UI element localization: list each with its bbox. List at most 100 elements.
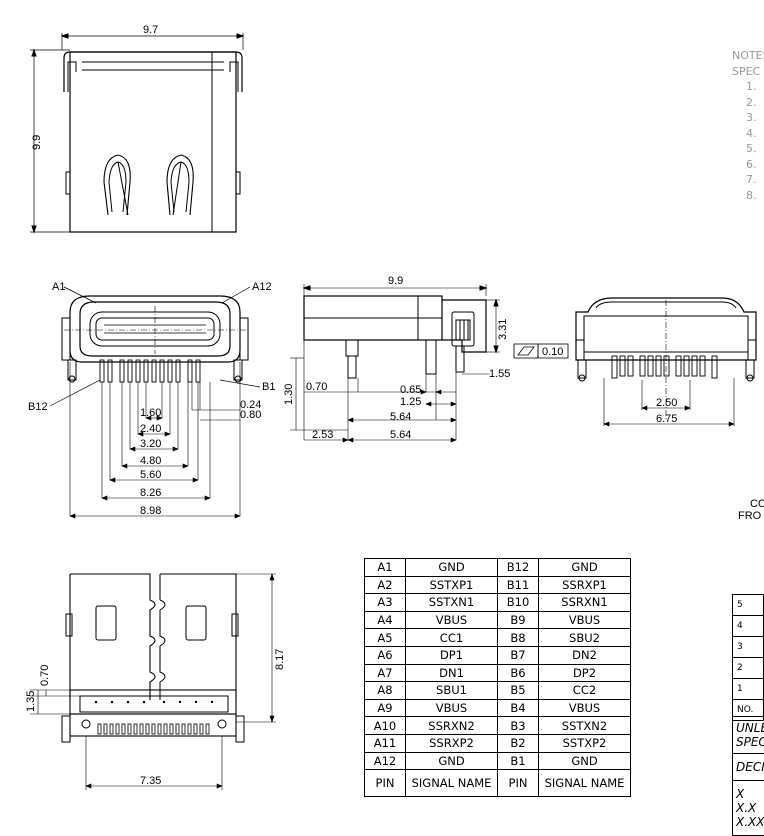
signal-cell: SSRXP2 xyxy=(405,733,498,753)
signal-cell: SSRXN1 xyxy=(538,593,631,612)
dim-8-98: 8.98 xyxy=(140,505,161,517)
note-item: 2. xyxy=(746,95,757,109)
table-row: 5 xyxy=(732,594,764,616)
pin-cell: B4 xyxy=(497,698,539,718)
pin-cell: B12 xyxy=(497,558,539,577)
table-row: 3 xyxy=(732,636,764,658)
pin-cell: A5 xyxy=(364,628,406,647)
signal-cell: VBUS xyxy=(538,698,631,718)
dim-4-80: 4.80 xyxy=(140,455,161,467)
tol-xx: X.X xyxy=(736,801,757,815)
flatness-value: 0.10 xyxy=(542,346,563,358)
note-item: 8. xyxy=(746,188,757,202)
dim-pcb-1-35: 1.35 xyxy=(25,691,37,712)
signal-cell: CC2 xyxy=(538,681,631,700)
dim-side-2-53: 2.53 xyxy=(312,429,333,441)
label-a12: A12 xyxy=(252,281,272,293)
dim-pcb-8-17: 8.17 xyxy=(274,649,286,670)
pin-cell: B5 xyxy=(497,681,539,700)
pin-cell: A11 xyxy=(364,733,406,753)
dim-top-width: 9.7 xyxy=(143,24,158,36)
signal-cell: SSTXP1 xyxy=(405,575,498,595)
front-view: A1 A12 B12 xyxy=(28,281,275,519)
dim-0-80: 0.80 xyxy=(240,409,261,421)
dim-pcb-7-35: 7.35 xyxy=(140,775,161,787)
corner-label: CO FRO xyxy=(738,498,764,522)
dim-side-0-65: 0.65 xyxy=(400,384,421,396)
signal-cell: GND xyxy=(405,751,498,771)
header-signal: SIGNAL NAME xyxy=(538,769,631,798)
tolerance-unless: UNLE SPEC xyxy=(733,717,764,754)
pin-cell: A8 xyxy=(364,681,406,700)
note-item: 6. xyxy=(746,157,757,171)
signal-cell: SBU2 xyxy=(538,628,631,647)
top-view: 9.7 9.9 xyxy=(30,24,245,234)
side-view: 9.9 3.31 1.55 1.30 xyxy=(283,275,569,443)
table-row: NO. xyxy=(732,699,764,721)
signal-cell: SSTXN2 xyxy=(538,716,631,735)
unless-line-1: UNLE xyxy=(736,721,764,735)
signal-cell: VBUS xyxy=(405,698,498,718)
header-pin: PIN xyxy=(364,769,406,798)
rear-view: 2.50 6.75 xyxy=(575,297,757,427)
signal-cell: SBU1 xyxy=(405,681,498,700)
note-item: 5. xyxy=(746,142,757,155)
label-b1: B1 xyxy=(262,381,275,393)
pin-cell: B3 xyxy=(497,716,539,735)
dim-rear-6-75: 6.75 xyxy=(656,413,677,425)
pcb-view: 8.17 1.35 0.70 7.35 xyxy=(25,573,286,790)
dim-side-5-64b: 5.64 xyxy=(390,429,411,441)
dim-side-5-64a: 5.64 xyxy=(390,411,411,423)
revision-table: 5 4 3 2 1 NO. xyxy=(732,594,764,721)
pin-cell: B8 xyxy=(497,628,539,647)
pin-cell: A7 xyxy=(364,663,406,683)
pin-cell: B1 xyxy=(497,751,539,771)
pin-cell: B9 xyxy=(497,610,539,630)
signal-cell: GND xyxy=(405,558,498,577)
tolerance-block: UNLE SPEC DECII X X.X X.XX xyxy=(732,716,764,836)
tolerance-decimal: DECII xyxy=(733,754,764,781)
pin-cell: A9 xyxy=(364,698,406,718)
signal-cell: SSRXN2 xyxy=(405,716,498,735)
rev-no: 1 xyxy=(732,678,764,700)
dim-pcb-0-70: 0.70 xyxy=(39,665,51,686)
tolerance-values: X X.X X.XX xyxy=(733,781,764,835)
header-pin: PIN xyxy=(497,769,539,798)
dim-top-height: 9.9 xyxy=(31,135,43,150)
note-item: 1. xyxy=(746,80,757,93)
signal-cell: GND xyxy=(538,751,631,771)
label-a1: A1 xyxy=(52,281,65,293)
header-signal: SIGNAL NAME xyxy=(405,769,498,798)
dim-side-3-31: 3.31 xyxy=(497,319,509,340)
notes-spec: SPEC xyxy=(732,64,761,78)
dim-2-40: 2.40 xyxy=(140,423,161,435)
pin-cell: B6 xyxy=(497,663,539,683)
signal-cell: DP1 xyxy=(405,645,498,665)
note-item: 4. xyxy=(746,126,757,140)
dim-3-20: 3.20 xyxy=(140,438,161,450)
dim-side-1-25: 1.25 xyxy=(400,396,421,408)
signal-cell: VBUS xyxy=(538,610,631,630)
pin-cell: A6 xyxy=(364,645,406,665)
table-row: 2 xyxy=(732,657,764,679)
signal-cell: CC1 xyxy=(405,628,498,647)
signal-cell: SSRXP1 xyxy=(538,575,631,595)
signal-cell: VBUS xyxy=(405,610,498,630)
pin-cell: B2 xyxy=(497,733,539,753)
pin-cell: A3 xyxy=(364,593,406,612)
pin-cell: B7 xyxy=(497,645,539,665)
pin-cell: A10 xyxy=(364,716,406,735)
